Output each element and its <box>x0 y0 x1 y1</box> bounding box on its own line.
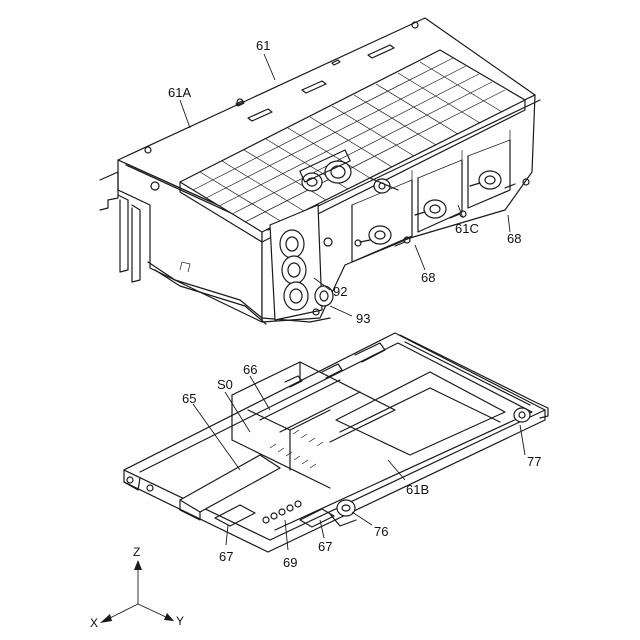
coordinate-axes: Z X Y <box>90 545 184 630</box>
label-67-left: 67 <box>219 549 233 564</box>
label-66: 66 <box>243 362 257 377</box>
axis-label-z: Z <box>133 545 140 559</box>
label-92: 92 <box>333 284 347 299</box>
label-65: 65 <box>182 391 196 406</box>
label-61A: 61A <box>168 85 191 100</box>
upper-module-61 <box>100 18 540 324</box>
label-61: 61 <box>256 38 270 53</box>
label-76: 76 <box>374 524 388 539</box>
label-68-right: 68 <box>507 231 521 246</box>
label-69: 69 <box>283 555 297 570</box>
axis-label-x: X <box>90 616 98 630</box>
label-61C: 61C <box>455 221 479 236</box>
label-67-right: 67 <box>318 539 332 554</box>
label-S0: S0 <box>217 377 233 392</box>
label-93: 93 <box>356 311 370 326</box>
lower-tray-61B <box>124 333 548 552</box>
axis-label-y: Y <box>176 614 184 628</box>
label-77: 77 <box>527 454 541 469</box>
label-61B: 61B <box>406 482 429 497</box>
label-68-center: 68 <box>421 270 435 285</box>
